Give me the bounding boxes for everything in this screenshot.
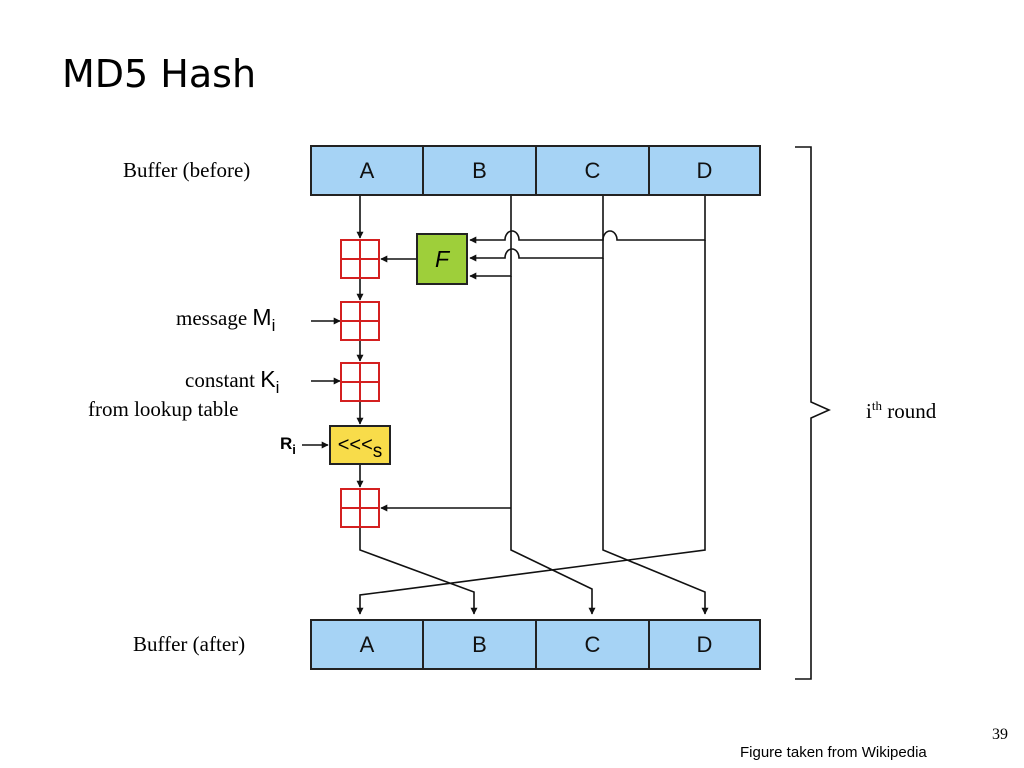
wire-b-down (510, 276, 596, 615)
slide-title: MD5 Hash (62, 52, 257, 96)
buffer-before-cell-d: D (648, 145, 761, 196)
buffer-after-cell-b: B (422, 619, 537, 670)
r-symbol: Ri (280, 434, 296, 457)
adder-4 (340, 488, 380, 528)
wire-d-to-f (469, 196, 706, 244)
left-rotate-label: <<< (337, 433, 373, 456)
buffer-before-label: Buffer (before) (123, 158, 251, 182)
adder-3 (340, 362, 380, 402)
buffer-after-cell-d: D (648, 619, 761, 670)
round-brace (795, 146, 831, 680)
buffer-before-cell-a: A (310, 145, 424, 196)
buffer-before-cell-b: B (422, 145, 537, 196)
constant-label: constant (185, 368, 255, 392)
constant-symbol: Ki (260, 366, 280, 397)
wire-c-to-after-d (602, 258, 709, 615)
figure-credit: Figure taken from Wikipedia (740, 744, 927, 761)
left-rotate-sub: s (372, 441, 383, 462)
round-label: ith round (866, 398, 937, 423)
wire-c-to-f (469, 196, 604, 262)
message-symbol: Mi (252, 304, 276, 335)
constant-label-group: constant Ki (185, 366, 280, 397)
buffer-after-cell-c: C (535, 619, 650, 670)
message-label: message (176, 306, 248, 330)
adder-2 (340, 301, 380, 341)
message-label-group: message Mi (176, 304, 276, 335)
buffer-after-label: Buffer (after) (133, 632, 246, 656)
page-number: 39 (992, 726, 1008, 743)
adder-1 (340, 239, 380, 279)
left-rotate-box: <<<s (329, 425, 391, 465)
buffer-after-cell-a: A (310, 619, 424, 670)
wire-b-to-f (469, 196, 512, 280)
wire-d-to-after-a (356, 240, 706, 615)
f-function-box: F (416, 233, 468, 285)
lookup-label: from lookup table (88, 397, 239, 421)
wire-adder-4-to-after-b (359, 528, 478, 615)
f-function-label: F (434, 245, 450, 272)
